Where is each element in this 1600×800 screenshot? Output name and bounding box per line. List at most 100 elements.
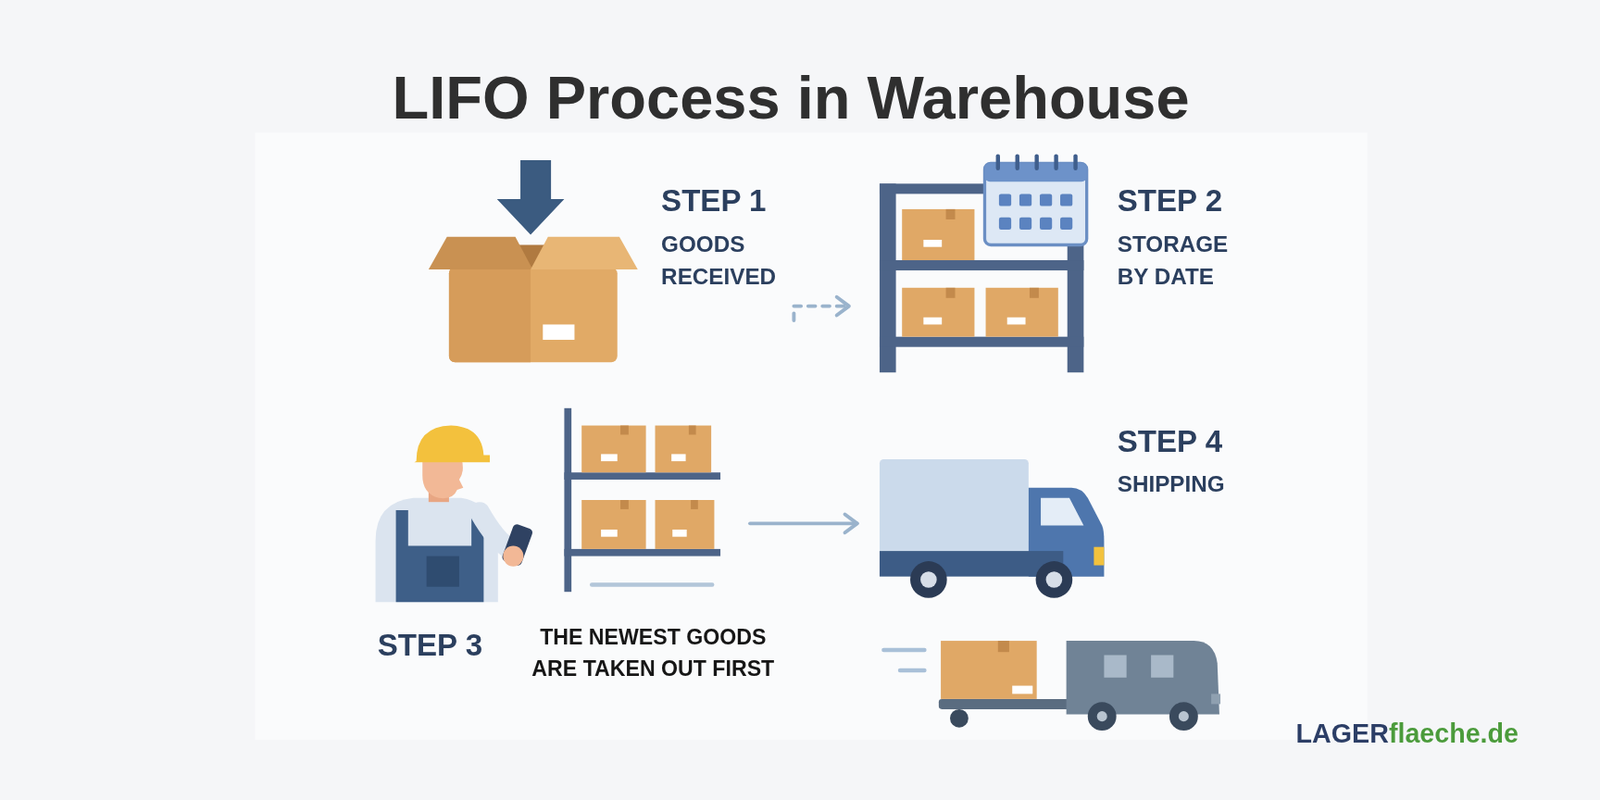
carton-tab xyxy=(1029,287,1039,299)
arrow-head xyxy=(837,297,850,316)
carton xyxy=(901,287,975,338)
carton-label xyxy=(600,529,618,538)
cart-platform xyxy=(938,699,1070,710)
diagram-title: LIFO Process in Warehouse xyxy=(0,68,1582,129)
carton-label xyxy=(671,453,686,462)
worker-overalls xyxy=(396,510,485,602)
overalls-pocket xyxy=(426,556,460,588)
carton-tab xyxy=(946,209,956,220)
box-side xyxy=(449,267,531,363)
van-window xyxy=(1103,655,1126,678)
step-label: SHIPPING xyxy=(1117,468,1261,501)
step-label: GOODS RECEIVED xyxy=(661,228,794,295)
box-flap xyxy=(428,237,533,270)
carton-label xyxy=(923,317,942,325)
calendar-frame xyxy=(984,162,1087,245)
speed-line xyxy=(900,668,925,673)
arrow-head xyxy=(844,513,857,533)
calendar-ring xyxy=(996,153,1000,171)
carton-label xyxy=(672,529,687,538)
calendar-day xyxy=(999,217,1012,230)
carton xyxy=(986,287,1059,338)
wheel-hub xyxy=(920,571,938,588)
step-number: STEP 4 xyxy=(1117,426,1223,458)
calendar-day xyxy=(1039,217,1052,230)
calendar-day xyxy=(1039,193,1052,206)
calendar-ring xyxy=(1053,153,1058,171)
carton xyxy=(901,209,975,261)
floor-line xyxy=(591,582,713,587)
carton xyxy=(581,425,646,474)
calendar-day xyxy=(999,193,1012,206)
wheel-hub xyxy=(1178,711,1189,722)
shelf-post xyxy=(563,408,572,592)
carton-tab xyxy=(946,287,956,299)
calendar-icon xyxy=(984,153,1087,245)
worker-hand xyxy=(502,546,524,567)
van-bumper xyxy=(1211,693,1221,704)
truck-light xyxy=(1093,547,1104,566)
van-wheel xyxy=(1087,701,1117,731)
carton-label xyxy=(1007,317,1026,325)
carton xyxy=(940,640,1038,700)
truck-chassis xyxy=(879,550,1063,577)
step-label: STORAGE BY DATE xyxy=(1117,228,1250,295)
carton xyxy=(655,425,713,474)
watermark: LAGERflaeche.de xyxy=(1296,720,1519,748)
cart-wheel xyxy=(950,709,969,728)
truck-cargo xyxy=(879,459,1029,557)
carton-tab xyxy=(620,425,629,436)
shelf-board xyxy=(563,472,721,480)
calendar-day xyxy=(1019,193,1032,206)
calendar-ring xyxy=(1034,153,1038,171)
shelf-board xyxy=(563,549,721,557)
step-number: STEP 1 xyxy=(661,186,766,217)
shelf-board xyxy=(879,260,1084,271)
truck-wheel xyxy=(910,561,948,599)
phone xyxy=(500,523,534,567)
picking-shelf xyxy=(563,408,721,592)
box-label xyxy=(542,324,575,340)
down-arrow xyxy=(497,160,565,235)
carton xyxy=(581,500,646,550)
arrow-line xyxy=(750,521,858,525)
calendar-day xyxy=(1060,217,1073,230)
carton-label xyxy=(1012,686,1033,695)
calendar-day xyxy=(1019,217,1032,230)
calendar-day xyxy=(1060,193,1073,206)
carton-tab xyxy=(998,640,1010,652)
worker xyxy=(375,425,535,603)
worker-arm xyxy=(479,512,511,550)
received-box xyxy=(428,160,638,363)
box-body xyxy=(449,267,618,363)
truck xyxy=(879,459,1104,599)
van-window xyxy=(1150,655,1174,678)
carton-tab xyxy=(690,500,699,510)
speed-line xyxy=(883,648,925,652)
step-number: STEP 3 xyxy=(377,629,483,661)
delivery-van xyxy=(883,640,1221,731)
van-body xyxy=(1066,640,1220,714)
calendar-ring xyxy=(1073,153,1077,171)
step-group: STEP 2STORAGE BY DATE xyxy=(849,152,1238,377)
flow-arrow xyxy=(750,513,858,533)
carton-label xyxy=(600,453,618,462)
carton-label xyxy=(923,239,942,248)
wheel-hub xyxy=(1046,571,1063,588)
step-group: STEP 1 GOODS RECEIVED xyxy=(428,158,795,368)
step-group: STEP 3THE NEWEST GOODS ARE TAKEN OUT FIR… xyxy=(367,402,750,684)
carton-tab xyxy=(620,500,629,510)
shelf-board xyxy=(879,337,1084,348)
van-wheel xyxy=(1169,701,1199,731)
wheel-hub xyxy=(1097,711,1108,722)
truck-wheel xyxy=(1036,561,1074,599)
step-group: STEP 4SHIPPING xyxy=(857,423,1236,607)
flow-arrow xyxy=(793,297,850,321)
step-number: STEP 2 xyxy=(1117,186,1223,217)
step-label: THE NEWEST GOODS ARE TAKEN OUT FIRST xyxy=(520,622,787,684)
calendar-ring xyxy=(1015,153,1020,171)
truck-window xyxy=(1040,498,1084,526)
carton-tab xyxy=(688,425,697,436)
panel xyxy=(255,132,1368,740)
